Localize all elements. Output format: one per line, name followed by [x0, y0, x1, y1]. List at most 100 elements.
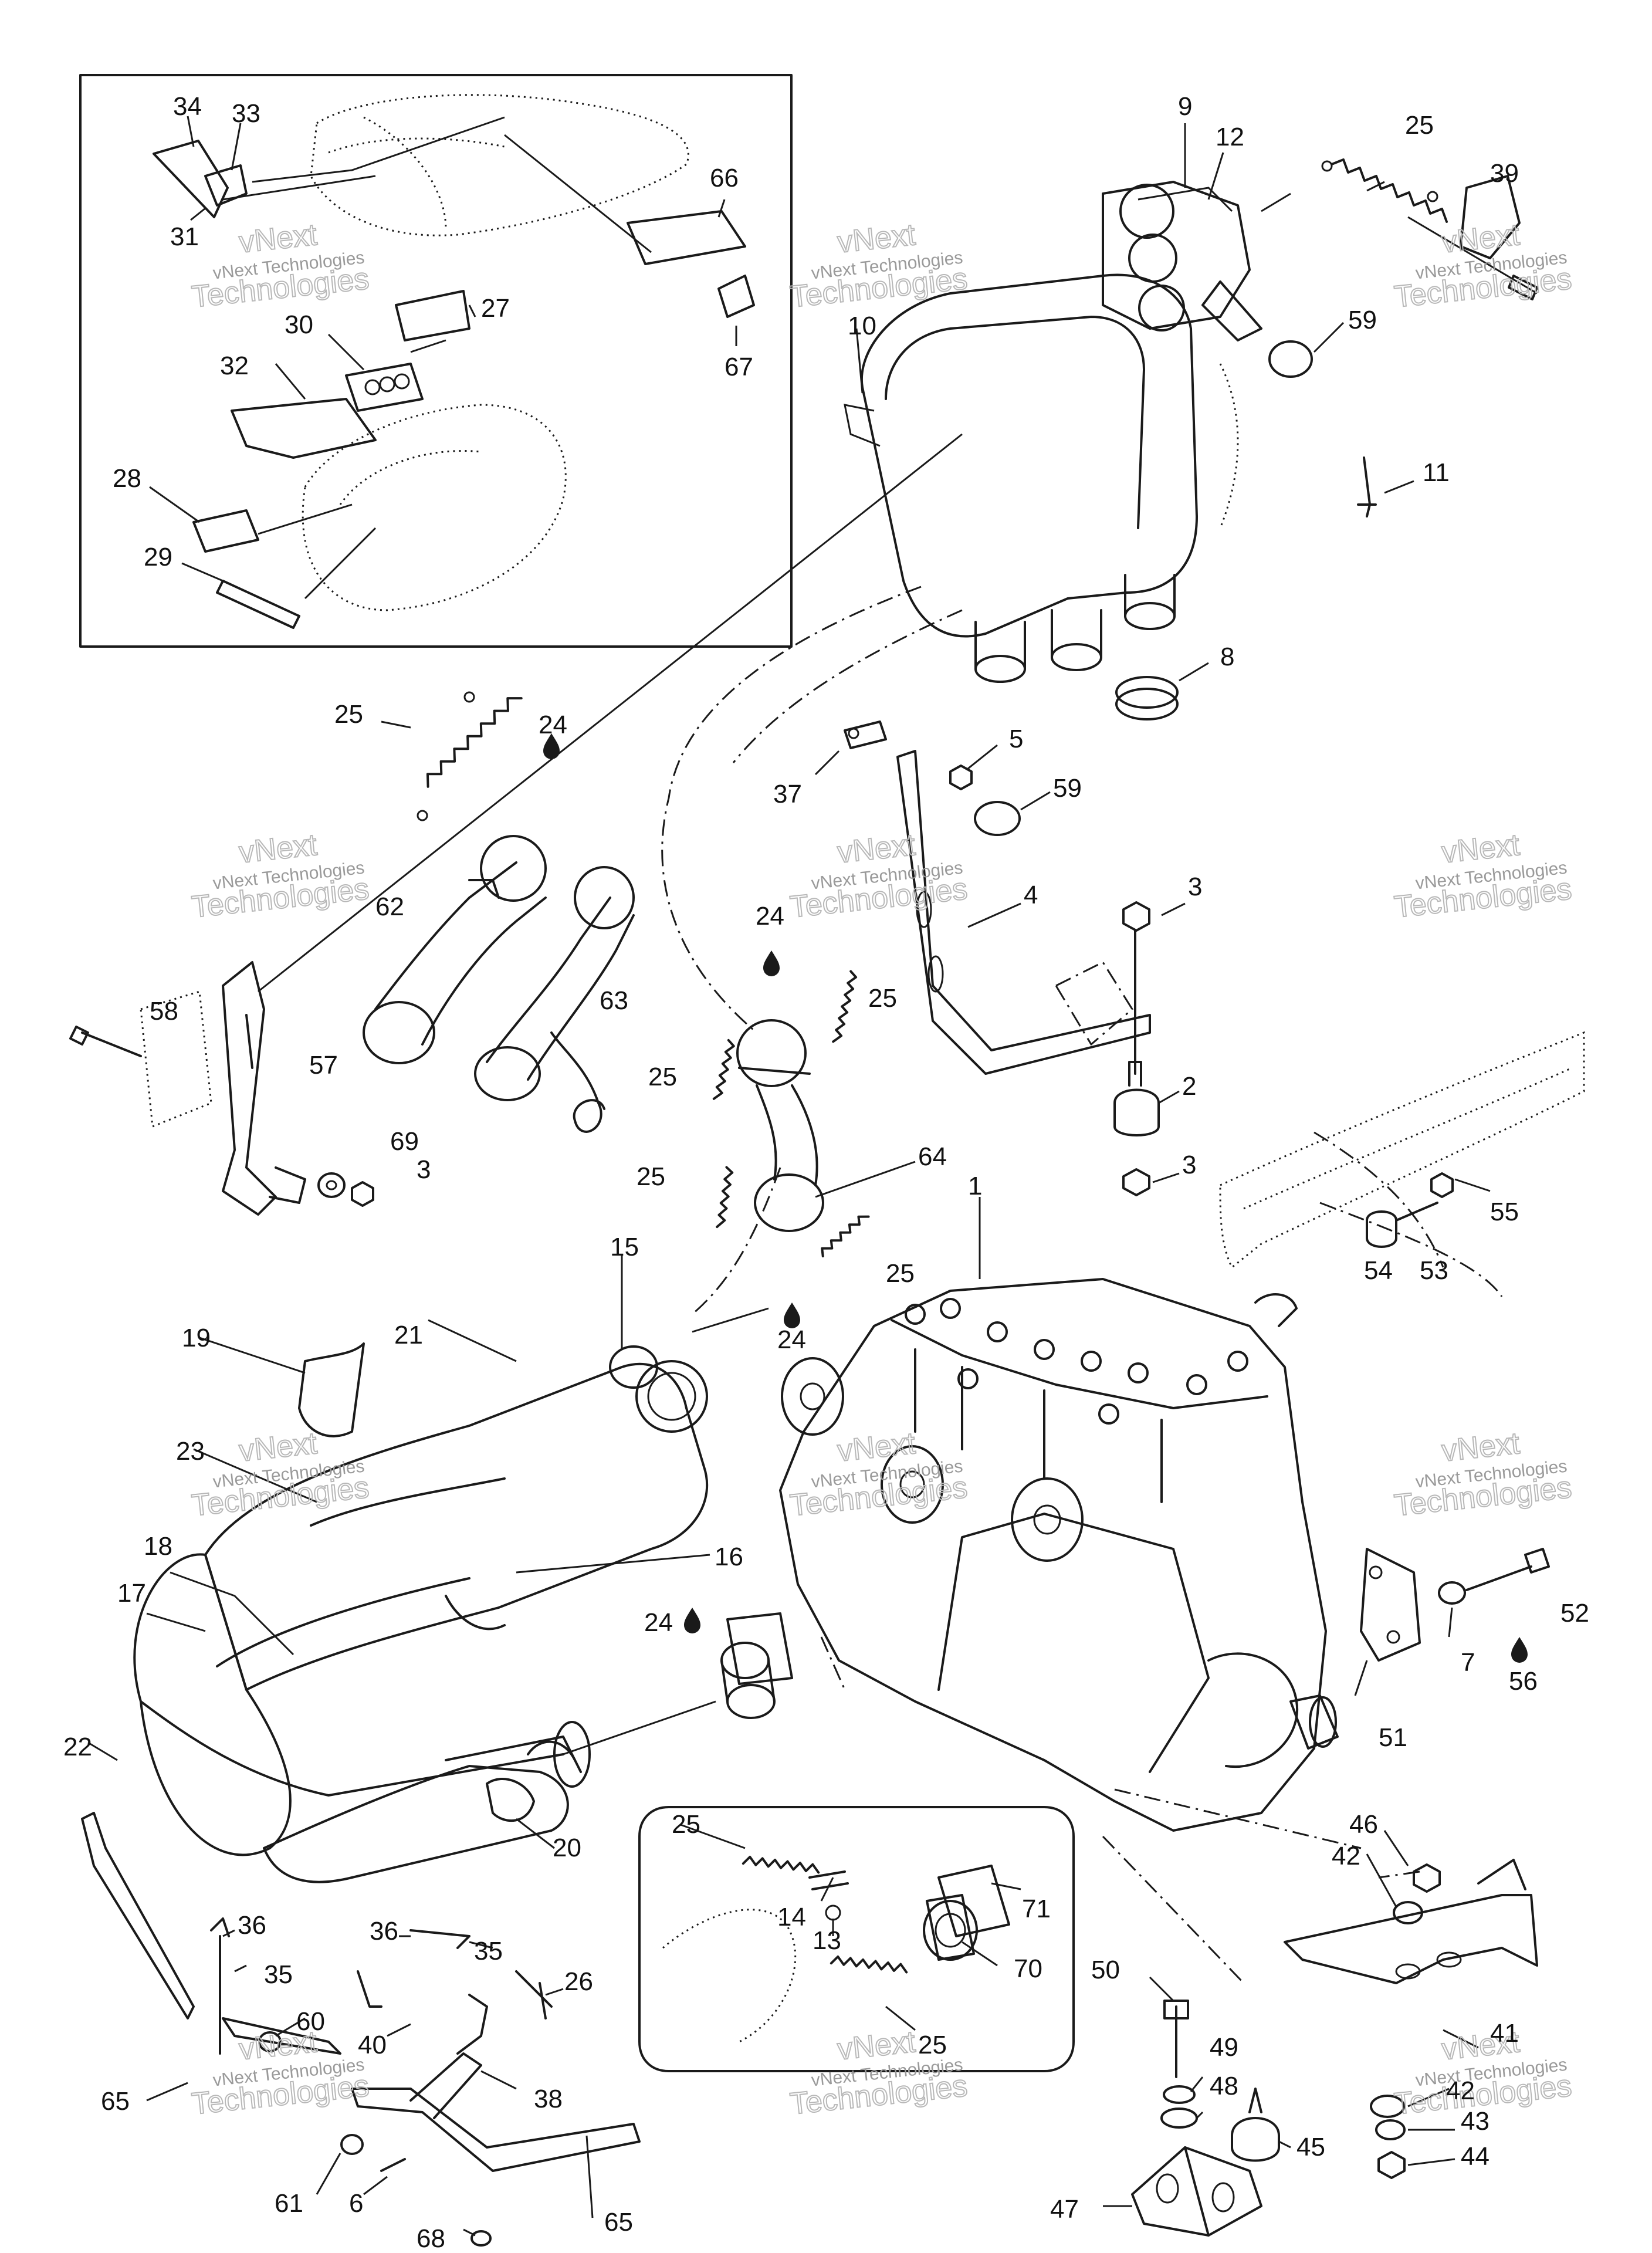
- label-6: 6: [349, 2189, 363, 2218]
- label-40: 40: [358, 2031, 387, 2059]
- label-42a: 42: [1332, 1842, 1360, 1870]
- label-11: 11: [1423, 458, 1450, 487]
- label-52: 52: [1560, 1599, 1589, 1628]
- label-57: 57: [309, 1051, 338, 1080]
- svg-text:vNext: vNext: [836, 1426, 918, 1469]
- label-37: 37: [773, 780, 802, 808]
- label-25c: 25: [868, 984, 897, 1013]
- label-13: 13: [813, 1926, 841, 1955]
- label-5: 5: [1009, 725, 1023, 753]
- label-24d: 24: [644, 1608, 673, 1637]
- label-35b: 35: [474, 1937, 503, 1966]
- label-16: 16: [715, 1542, 743, 1571]
- label-25f: 25: [886, 1259, 915, 1288]
- label-25a: 25: [1405, 111, 1434, 140]
- label-32: 32: [220, 351, 249, 380]
- label-25h: 25: [918, 2031, 947, 2059]
- label-3a: 3: [417, 1155, 431, 1184]
- label-53: 53: [1420, 1256, 1448, 1285]
- svg-text:vNext: vNext: [238, 1426, 319, 1469]
- label-15: 15: [610, 1233, 639, 1261]
- svg-text:vNext: vNext: [1440, 218, 1522, 260]
- frame-right: [1219, 1031, 1585, 1269]
- label-46: 46: [1349, 1810, 1378, 1839]
- label-9: 9: [1178, 92, 1192, 121]
- label-25b: 25: [334, 700, 363, 729]
- label-30: 30: [285, 310, 313, 339]
- label-62: 62: [375, 892, 404, 921]
- label-51: 51: [1379, 1723, 1407, 1752]
- exhaust-manifold-left: [69, 433, 963, 1216]
- label-28: 28: [113, 464, 141, 493]
- engine: [779, 1278, 1550, 1832]
- label-35a: 35: [264, 1960, 293, 1989]
- label-25e: 25: [637, 1162, 665, 1191]
- label-36b: 36: [370, 1917, 398, 1946]
- label-60: 60: [296, 2007, 325, 2036]
- label-64: 64: [918, 1142, 947, 1171]
- label-2: 2: [1182, 1072, 1196, 1101]
- label-25g: 25: [672, 1810, 700, 1839]
- label-19: 19: [182, 1324, 211, 1352]
- engine-mount-bottom: [1131, 1859, 1538, 2237]
- label-50: 50: [1091, 1956, 1120, 1984]
- label-4: 4: [1024, 881, 1038, 909]
- label-38: 38: [534, 2085, 563, 2113]
- label-24a: 24: [539, 711, 567, 739]
- label-14: 14: [777, 1903, 806, 1931]
- label-3c: 3: [1182, 1151, 1196, 1179]
- svg-text:vNext: vNext: [238, 218, 319, 260]
- label-20: 20: [553, 1833, 581, 1862]
- label-61: 61: [275, 2189, 303, 2218]
- label-48: 48: [1210, 2072, 1238, 2100]
- watermarks: vNext vNext Technologies Technologies vN…: [189, 217, 1574, 2122]
- label-27: 27: [481, 294, 510, 323]
- label-59b: 59: [1053, 774, 1082, 803]
- label-17: 17: [117, 1579, 146, 1608]
- label-63: 63: [600, 986, 628, 1015]
- label-68: 68: [417, 2224, 445, 2253]
- label-7: 7: [1461, 1648, 1475, 1677]
- label-1: 1: [968, 1172, 982, 1200]
- label-43: 43: [1461, 2107, 1489, 2136]
- exhaust-manifold-center: [543, 720, 1528, 1663]
- svg-text:vNext: vNext: [1440, 1426, 1522, 1469]
- label-26: 26: [564, 1967, 593, 1996]
- inset-detail-flange: [638, 1806, 1075, 2072]
- label-21: 21: [394, 1321, 423, 1349]
- svg-text:vNext: vNext: [836, 2025, 918, 2067]
- label-31: 31: [170, 222, 199, 251]
- label-44: 44: [1461, 2142, 1489, 2171]
- label-67: 67: [725, 353, 753, 381]
- label-65a: 65: [101, 2087, 130, 2116]
- label-33: 33: [232, 99, 260, 128]
- label-24c: 24: [777, 1325, 806, 1354]
- label-24b: 24: [756, 902, 784, 931]
- label-65b: 65: [604, 2208, 633, 2237]
- label-22: 22: [63, 1733, 92, 1761]
- label-54: 54: [1364, 1256, 1393, 1285]
- label-58: 58: [150, 997, 178, 1026]
- label-69: 69: [390, 1127, 419, 1156]
- label-45: 45: [1296, 2133, 1325, 2161]
- label-71: 71: [1022, 1895, 1051, 1923]
- label-39: 39: [1490, 159, 1519, 188]
- svg-text:vNext: vNext: [238, 828, 319, 870]
- label-49: 49: [1210, 2033, 1238, 2062]
- svg-text:vNext: vNext: [1440, 828, 1522, 870]
- label-56: 56: [1509, 1667, 1538, 1696]
- label-66: 66: [710, 164, 739, 192]
- label-59a: 59: [1348, 306, 1377, 334]
- label-36a: 36: [238, 1911, 266, 1940]
- air-silencer: [844, 158, 1538, 720]
- label-8: 8: [1220, 642, 1234, 671]
- label-23: 23: [176, 1437, 205, 1466]
- routing-lines: [661, 586, 1503, 1984]
- label-47: 47: [1050, 2195, 1079, 2224]
- muffler: [81, 1342, 793, 2019]
- label-leaders: [87, 123, 1491, 2237]
- inset-detail-box: [79, 74, 793, 648]
- label-70: 70: [1014, 1954, 1042, 1983]
- label-42b: 42: [1446, 2076, 1475, 2105]
